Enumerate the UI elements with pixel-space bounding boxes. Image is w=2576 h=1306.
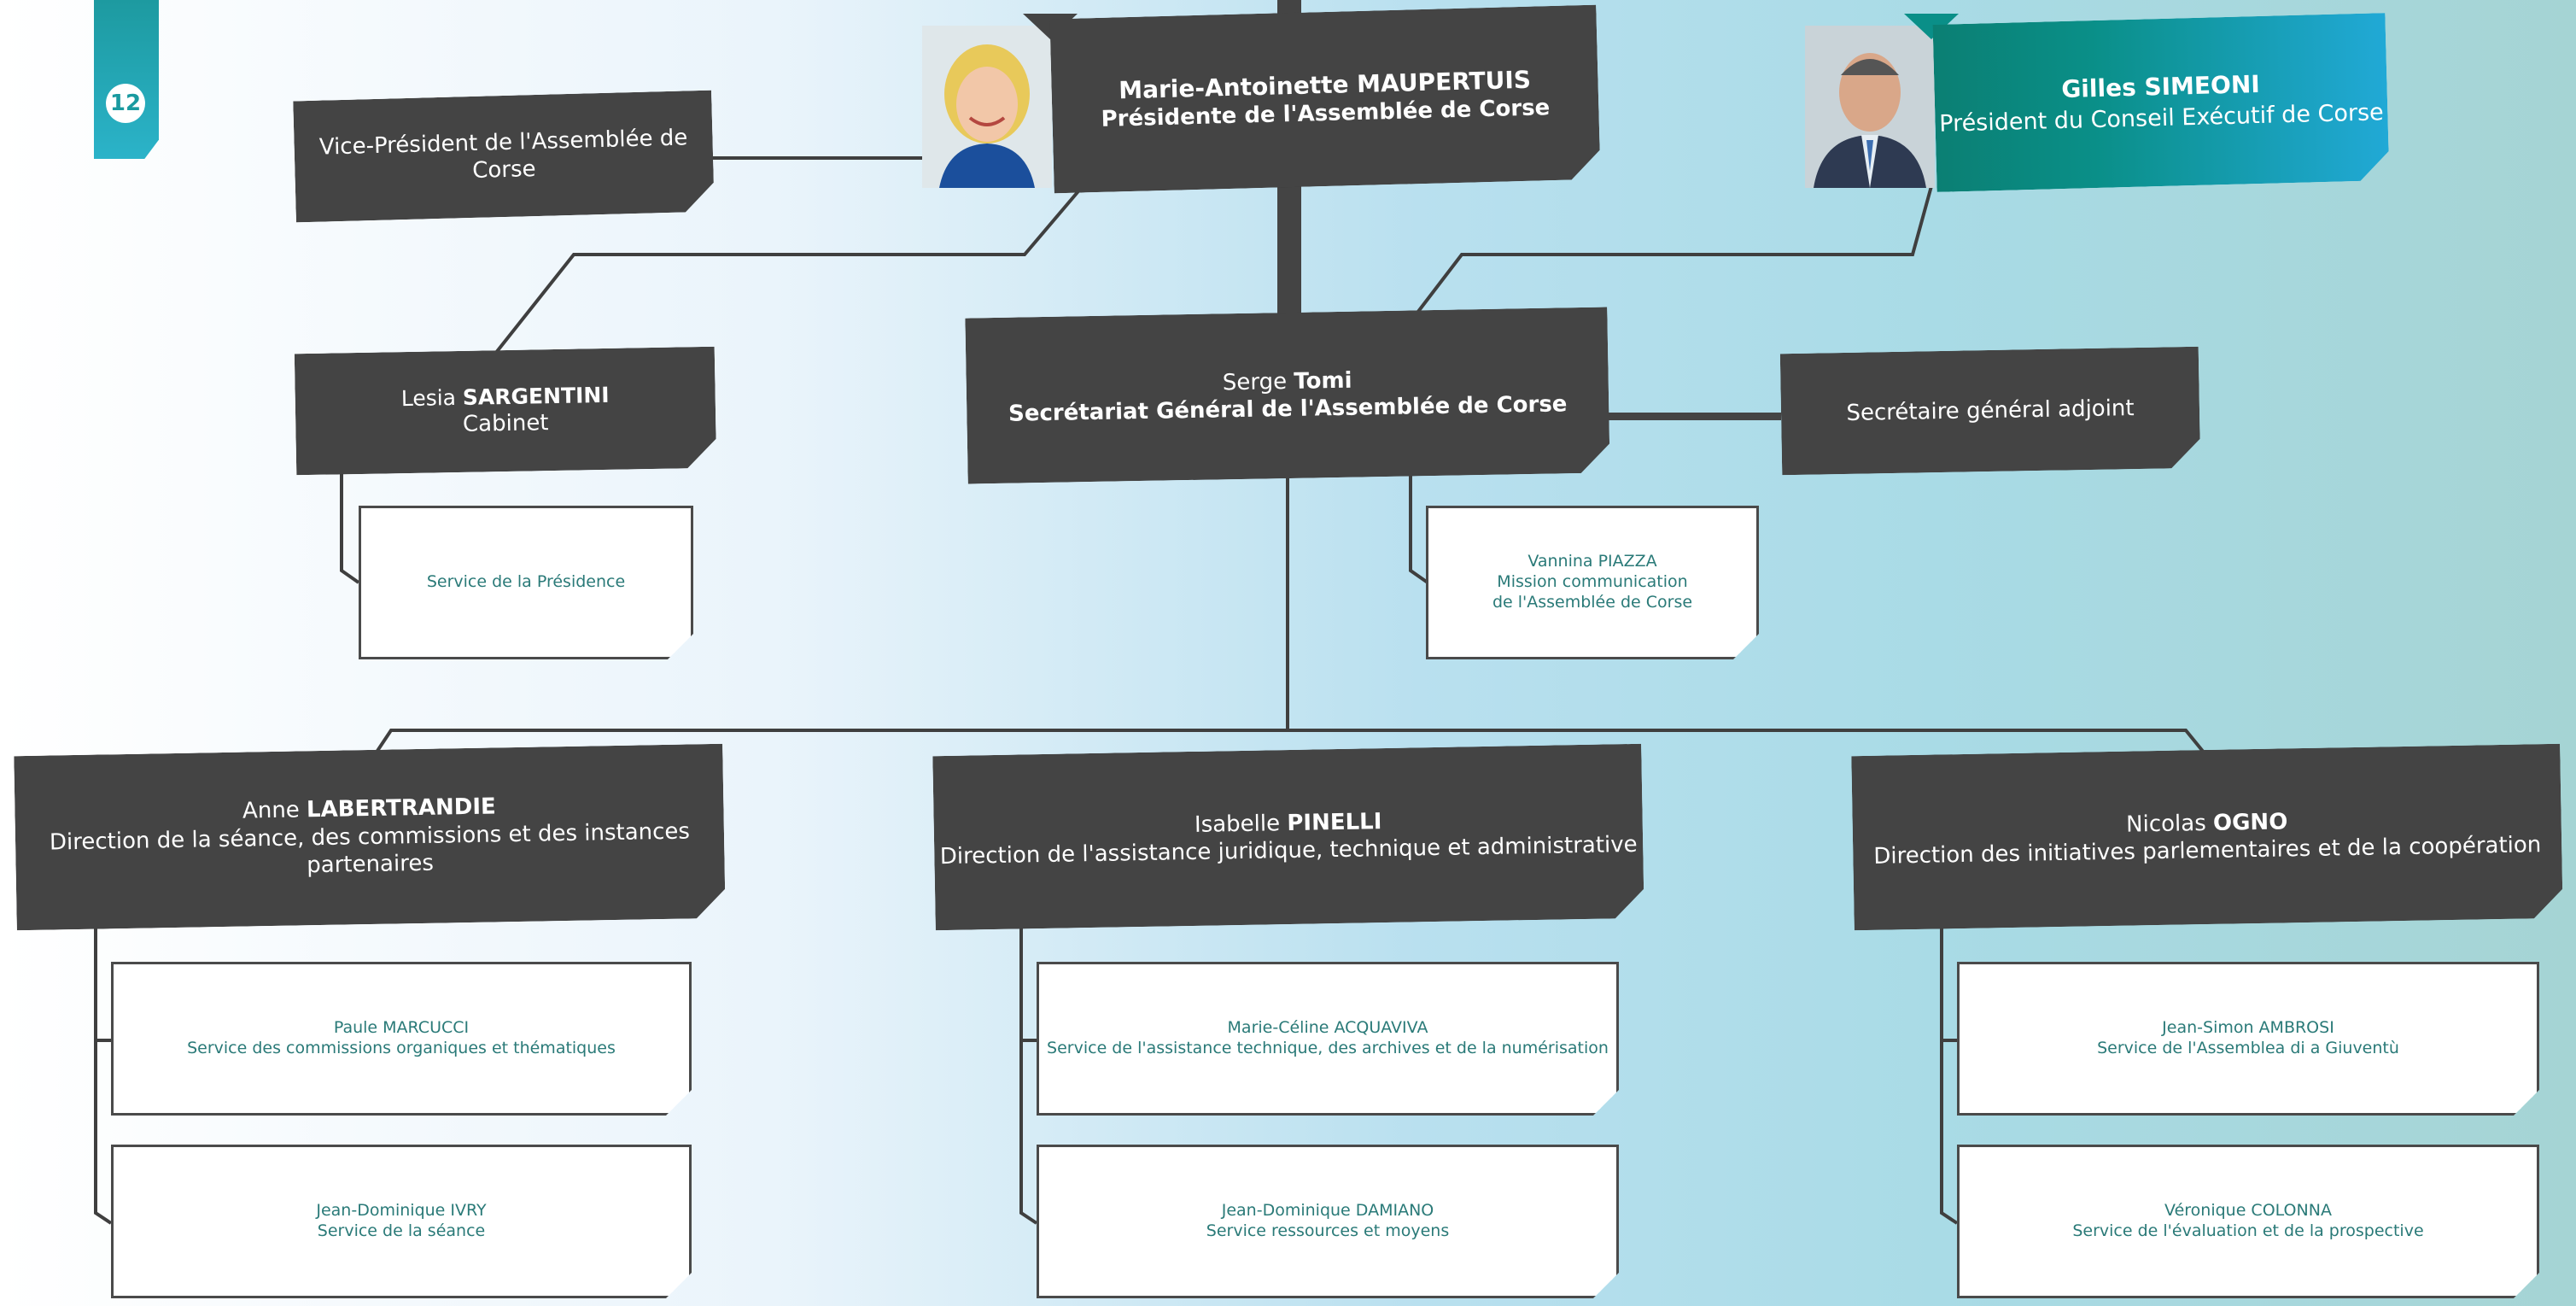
service-presidence-label: Service de la Présidence — [426, 572, 626, 592]
direction-seance-box: Anne LABERTRANDIE Direction de la séance… — [14, 744, 725, 930]
direction-1-role: Direction de la séance, des commissions … — [49, 818, 691, 879]
cabinet-role: Cabinet — [462, 410, 549, 438]
secretariat-role: Secrétariat Général de l'Assemblée de Co… — [1008, 391, 1568, 427]
page-tab: 12 — [94, 0, 159, 159]
service-assistance-technique-box: Marie-Céline ACQUAVIVA Service de l'assi… — [1037, 962, 1619, 1116]
executive-name: Gilles SIMEONI — [2060, 70, 2261, 104]
direction-2-first-name: Isabelle — [1194, 810, 1288, 838]
executive-photo — [1805, 26, 1935, 188]
direction-initiatives-box: Nicolas OGNO Direction des initiatives p… — [1851, 744, 2562, 930]
executive-role: Président du Conseil Exécutif de Corse — [1938, 98, 2385, 138]
president-photo — [922, 26, 1052, 188]
service-1-2-name: Jean-Dominique IVRY — [316, 1201, 487, 1221]
direction-3-role: Direction des initiatives parlementaires… — [1873, 832, 2542, 870]
service-evaluation-box: Véronique COLONNA Service de l'évaluatio… — [1957, 1145, 2539, 1298]
service-seance-box: Jean-Dominique IVRY Service de la séance — [111, 1145, 692, 1298]
direction-1-first-name: Anne — [242, 797, 307, 824]
vice-president-box: Vice-Président de l'Assemblée de Corse — [293, 91, 715, 223]
direction-3-last-name: OGNO — [2212, 808, 2288, 836]
mission-name: Vannina PIAZZA — [1527, 552, 1657, 571]
secretariat-first-name: Serge — [1222, 368, 1294, 395]
direction-2-last-name: PINELLI — [1287, 808, 1382, 836]
secretariat-box: Serge Tomi Secrétariat Général de l'Asse… — [965, 307, 1609, 483]
page-number: 12 — [106, 84, 145, 123]
direction-juridique-box: Isabelle PINELLI Direction de l'assistan… — [932, 744, 1644, 930]
service-3-2-name: Véronique COLONNA — [2164, 1201, 2332, 1221]
mission-line-2: Mission communication — [1497, 572, 1688, 592]
cabinet-first-name: Lesia — [400, 384, 464, 412]
cabinet-last-name: SARGENTINI — [462, 383, 610, 410]
direction-3-first-name: Nicolas — [2125, 810, 2214, 838]
service-1-2-label: Service de la séance — [317, 1221, 486, 1240]
president-portrait-icon — [922, 26, 1052, 188]
deputy-secretary-box: Secrétaire général adjoint — [1780, 347, 2200, 476]
service-2-1-name: Marie-Céline ACQUAVIVA — [1227, 1018, 1428, 1038]
service-3-1-name: Jean-Simon AMBROSI — [2162, 1018, 2334, 1038]
executive-box: Gilles SIMEONI Président du Conseil Exéc… — [1933, 13, 2390, 192]
direction-2-role: Direction de l'assistance juridique, tec… — [939, 831, 1638, 870]
service-1-1-name: Paule MARCUCCI — [333, 1018, 470, 1038]
president-box: Marie-Antoinette MAUPERTUIS Présidente d… — [1049, 5, 1600, 194]
service-3-2-label: Service de l'évaluation et de la prospec… — [2072, 1221, 2424, 1240]
mission-communication-box: Vannina PIAZZA Mission communication de … — [1426, 506, 1759, 659]
executive-portrait-icon — [1805, 26, 1935, 188]
cabinet-box: Lesia SARGENTINI Cabinet — [295, 347, 716, 476]
direction-1-last-name: LABERTRANDIE — [306, 794, 497, 823]
mission-line-3: de l'Assemblée de Corse — [1492, 592, 1693, 612]
service-2-1-label: Service de l'assistance technique, des a… — [1047, 1039, 1609, 1057]
service-giuventu-box: Jean-Simon AMBROSI Service de l'Assemble… — [1957, 962, 2539, 1116]
service-2-2-label: Service ressources et moyens — [1206, 1221, 1450, 1240]
service-1-1-label: Service des commissions organiques et th… — [187, 1039, 616, 1057]
vice-president-label: Vice-Président de l'Assemblée de Corse — [318, 124, 688, 184]
deputy-secretary-label: Secrétaire général adjoint — [1846, 395, 2135, 426]
service-ressources-box: Jean-Dominique DAMIANO Service ressource… — [1037, 1145, 1619, 1298]
service-2-2-name: Jean-Dominique DAMIANO — [1221, 1201, 1434, 1221]
secretariat-last-name: Tomi — [1294, 367, 1352, 395]
service-commissions-box: Paule MARCUCCI Service des commissions o… — [111, 962, 692, 1116]
service-presidence-box: Service de la Présidence — [359, 506, 693, 659]
service-3-1-label: Service de l'Assemblea di a Giuventù — [2097, 1039, 2399, 1057]
